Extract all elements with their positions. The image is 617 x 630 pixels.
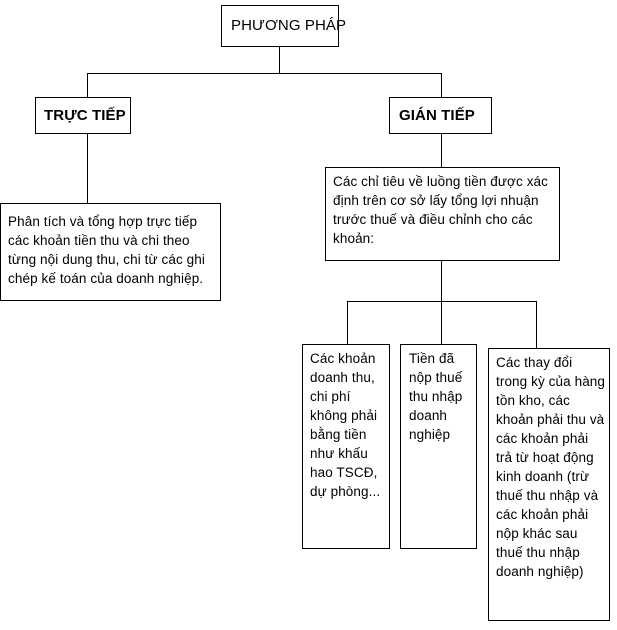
indirect-item-1-box: Các khoản doanh thu, chi phí không phải … — [302, 344, 390, 549]
connector-to-item-3 — [536, 301, 537, 348]
direct-node: TRỰC TIẾP — [35, 97, 131, 134]
connector-to-item-1 — [347, 301, 348, 344]
indirect-description: Các chỉ tiêu về luồng tiền được xác định… — [333, 174, 548, 246]
indirect-node: GIÁN TIẾP — [389, 97, 492, 134]
indirect-description-box: Các chỉ tiêu về luồng tiền được xác định… — [325, 167, 560, 261]
indirect-item-3: Các thay đổi trong kỳ của hàng tồn kho, … — [496, 355, 606, 579]
connector-to-indirect — [441, 73, 442, 97]
connector-horizontal-items — [347, 301, 537, 302]
connector-indirect-to-desc — [441, 133, 442, 167]
indirect-item-3-box: Các thay đổi trong kỳ của hàng tồn kho, … — [488, 348, 610, 621]
direct-label: TRỰC TIẾP — [44, 107, 126, 124]
direct-description-box: Phân tích và tổng hợp trực tiếp các khoả… — [0, 203, 221, 301]
direct-description: Phân tích và tổng hợp trực tiếp các khoả… — [8, 214, 205, 286]
indirect-item-1: Các khoản doanh thu, chi phí không phải … — [310, 351, 381, 499]
indirect-label: GIÁN TIẾP — [399, 107, 475, 124]
connector-to-direct — [87, 73, 88, 97]
root-label: PHƯƠNG PHÁP — [231, 17, 347, 34]
indirect-item-2: Tiền đã nộp thuế thu nhập doanh nghiệp — [409, 351, 463, 442]
indirect-item-2-box: Tiền đã nộp thuế thu nhập doanh nghiệp — [400, 344, 477, 549]
root-node: PHƯƠNG PHÁP — [221, 5, 346, 47]
connector-horizontal-main — [87, 73, 442, 74]
connector-root-down — [279, 46, 280, 73]
connector-indirect-desc-down — [441, 260, 442, 302]
connector-direct-to-desc — [87, 133, 88, 203]
connector-to-item-2 — [441, 301, 442, 344]
